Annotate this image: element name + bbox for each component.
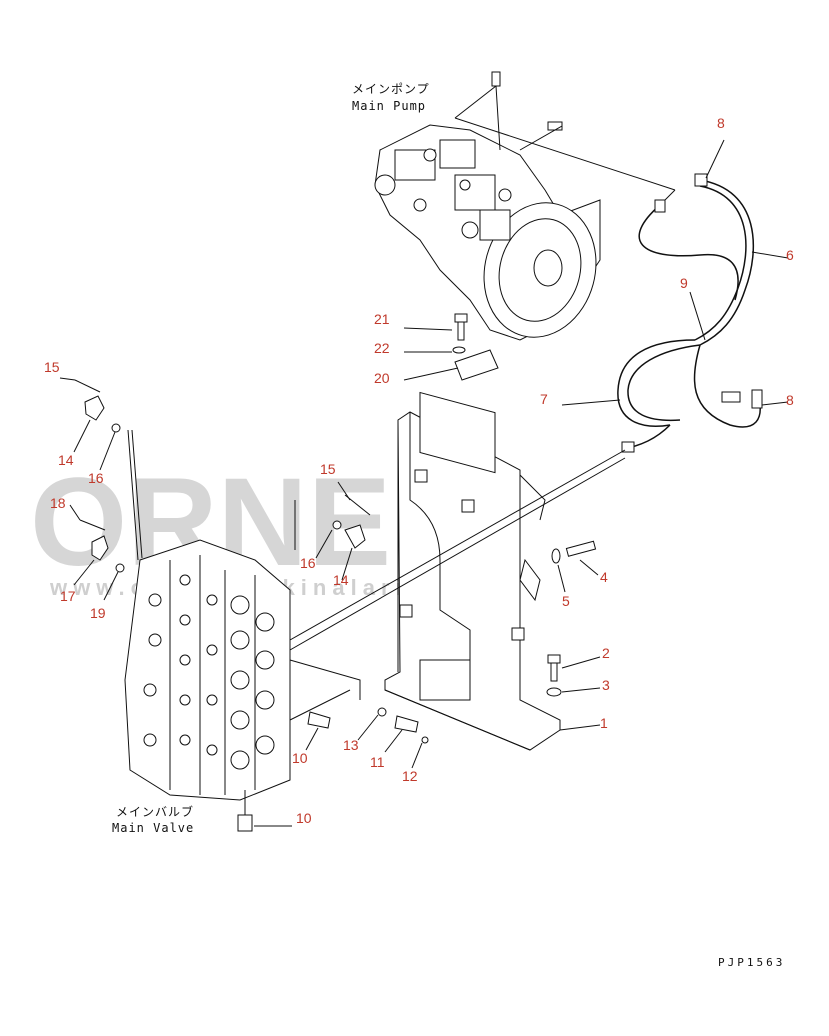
leader-lines [59,139,789,827]
callout-1: 1 [600,715,608,731]
callout-20: 20 [374,370,390,386]
callout-16-left: 16 [88,470,104,486]
callout-16-mid: 16 [300,555,316,571]
callout-3: 3 [602,677,610,693]
callout-22: 22 [374,340,390,356]
callout-10-bottom: 10 [296,810,312,826]
callout-4: 4 [600,569,608,585]
callout-5: 5 [562,593,570,609]
callout-15-left: 15 [44,359,60,375]
callout-17: 17 [60,588,76,604]
callout-14-left: 14 [58,452,74,468]
valve-fittings [74,379,429,744]
callout-9: 9 [680,275,688,291]
callout-7: 7 [540,391,548,407]
drawing-code: PJP1563 [718,956,785,969]
hose-assembly [617,173,763,453]
callout-8-top: 8 [717,115,725,131]
callout-13: 13 [343,737,359,753]
callouts: 1 2 3 4 5 6 7 8 8 9 10 10 11 12 13 14 14… [44,115,794,826]
main-pump-label-en: Main Pump [352,99,426,113]
callout-18: 18 [50,495,66,511]
callout-21: 21 [374,311,390,327]
main-valve-label-jp: メインバルブ [116,804,194,819]
callout-11: 11 [370,754,385,770]
callout-6: 6 [786,247,794,263]
main-pump-label-jp: メインポンプ [352,82,430,96]
callout-19: 19 [90,605,106,621]
callout-8-right: 8 [786,392,794,408]
callout-14-mid: 14 [333,572,349,588]
callout-10-mid: 10 [292,750,308,766]
callout-15-mid: 15 [320,461,336,477]
mounting-bracket [289,391,626,751]
callout-12: 12 [402,768,418,784]
callout-2: 2 [602,645,610,661]
main-pump [374,124,601,341]
fasteners [452,313,597,697]
main-valve-label-en: Main Valve [112,821,194,835]
main-valve [124,539,361,832]
